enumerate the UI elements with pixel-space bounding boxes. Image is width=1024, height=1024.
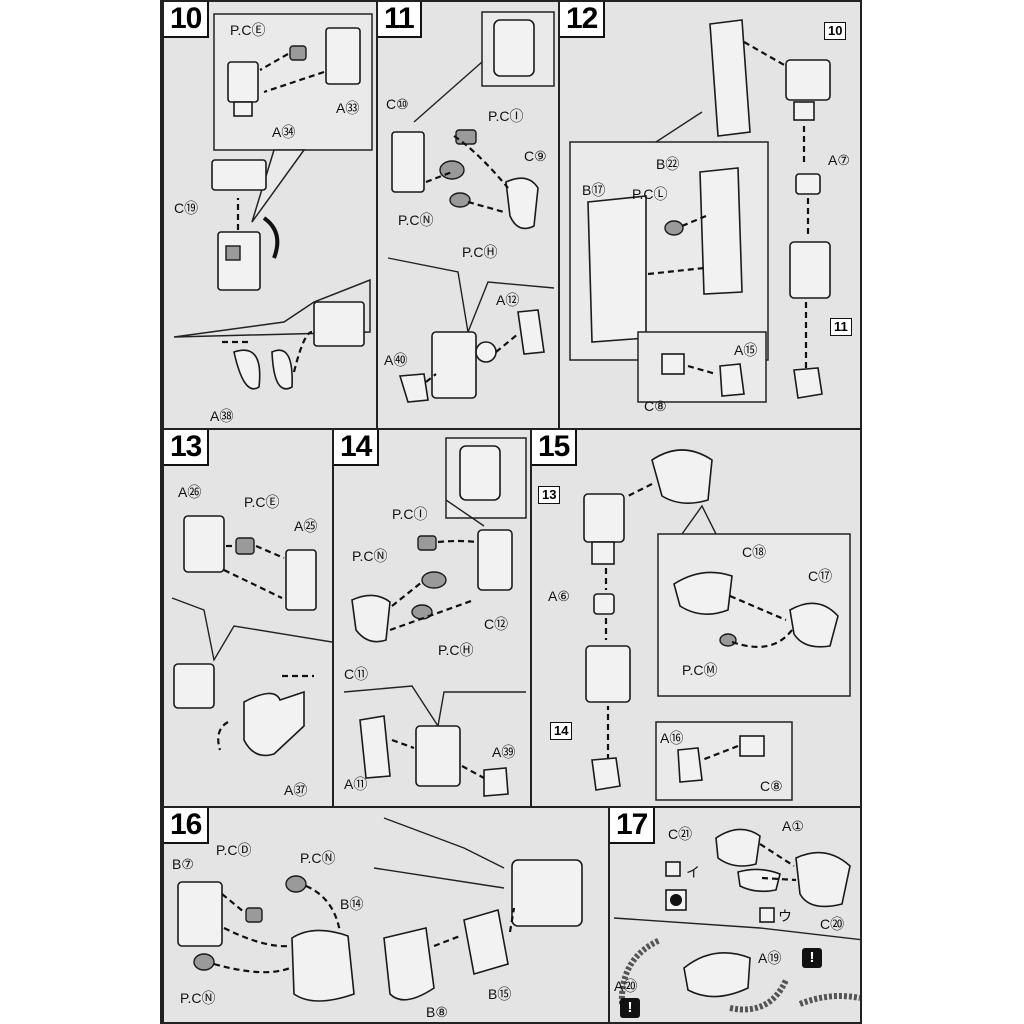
part-label: B⑦ [172,856,194,872]
part-label: B⑮ [488,986,512,1002]
step-number: 10 [164,2,210,38]
part-label: A⑫ [496,292,520,308]
part-label: C⑩ [386,96,409,112]
part-label: A㉞ [272,124,296,140]
part-label: A⑦ [828,152,850,168]
step-11-drawing [387,11,555,403]
part-label: C⑪ [344,666,369,682]
part-label: C⑫ [484,616,509,632]
step-13-drawing [171,515,332,757]
part-label: P.CⓃ [300,850,336,866]
part-label: C⑧ [760,778,783,794]
step-15-drawing [583,449,851,801]
part-label: A⑯ [660,730,684,746]
part-label: A① [782,818,804,834]
step-number: 14 [334,430,380,466]
part-label: P.CⒾ [488,108,524,124]
part-label: A㊵ [384,352,408,368]
step-12-panel: 12 10 11 B㉒ B⑰ P.CⓁ [558,0,862,430]
part-label: A㊴ [492,744,516,760]
step-16-drawing [177,817,583,1002]
step-16-panel: 16 P.CⒹ P.CⓃ B⑦ B⑭ P.CⓃ B⑧ B⑮ [162,806,610,1024]
step-reference: 13 [538,486,561,504]
step-reference: 11 [830,318,852,336]
part-label: B⑰ [582,182,606,198]
step-number: 11 [378,2,422,38]
part-label: C⑲ [174,200,199,216]
part-label: A⑥ [548,588,570,604]
step-12-drawing [569,19,831,403]
part-label: B⑧ [426,1004,448,1020]
marker-i: イ [686,864,700,880]
step-17-panel: 17 C㉑ A① C⑳ A⑲ A⑳ イ ウ ! ! [608,806,862,1024]
part-label: A㉖ [178,484,202,500]
part-label: A㉝ [336,100,360,116]
part-label: P.CⒺ [244,494,280,510]
part-label: C⑨ [524,148,547,164]
step-number: 13 [164,430,210,466]
part-label: A⑪ [344,776,368,792]
part-label: C⑰ [808,568,833,584]
part-label: B⑭ [340,896,364,912]
part-label: B㉒ [656,156,680,172]
part-label: P.CⒽ [438,642,474,658]
part-label: P.CⓃ [180,990,216,1006]
instruction-sheet: 10 P.CⒺ A㉝ A㉞ C⑲ A㊳ 11 [160,0,862,1024]
step-17-drawing [613,828,860,1013]
step-number: 15 [532,430,578,466]
part-label: P.CⓃ [352,548,388,564]
part-label: A㊲ [284,782,308,798]
part-label: C⑱ [742,544,767,560]
part-label: A⑮ [734,342,758,358]
step-number: 16 [164,808,210,844]
part-label: C⑧ [644,398,667,414]
part-label: A⑲ [758,950,782,966]
step-reference: 14 [550,722,573,740]
part-label: P.CⒾ [392,506,428,522]
part-label: C⑳ [820,916,845,932]
part-label: A⑳ [614,978,638,994]
part-label: A㊳ [210,408,234,424]
step-10-panel: 10 P.CⒺ A㉝ A㉞ C⑲ A㊳ [162,0,378,430]
marker-u: ウ [778,908,792,924]
part-label: P.CⓂ [682,662,718,678]
part-label: P.CⒽ [462,244,498,260]
step-11-panel: 11 C⑩ P.CⒾ C⑨ P.CⓃ P.CⒽ A⑫ A㊵ [376,0,560,430]
step-10-drawing [173,13,373,390]
warning-icon: ! [620,998,640,1018]
step-reference: 10 [824,22,847,40]
step-number: 12 [560,2,606,38]
part-label: C㉑ [668,826,693,842]
warning-icon: ! [802,948,822,968]
part-label: P.CⒹ [216,842,252,858]
step-number: 17 [610,808,656,844]
step-13-panel: 13 A㉖ P.CⒺ A㉕ A㊲ [162,428,334,808]
part-label: P.CⓁ [632,186,668,202]
part-label: P.CⒺ [230,22,266,38]
part-label: P.CⓃ [398,212,434,228]
part-label: A㉕ [294,518,318,534]
step-15-panel: 15 13 14 C⑱ C⑰ A⑥ P [530,428,862,808]
step-14-drawing [343,437,527,797]
step-14-panel: 14 P.CⒾ P.CⓃ C⑫ C⑪ P.CⒽ A⑪ A㊴ [332,428,532,808]
